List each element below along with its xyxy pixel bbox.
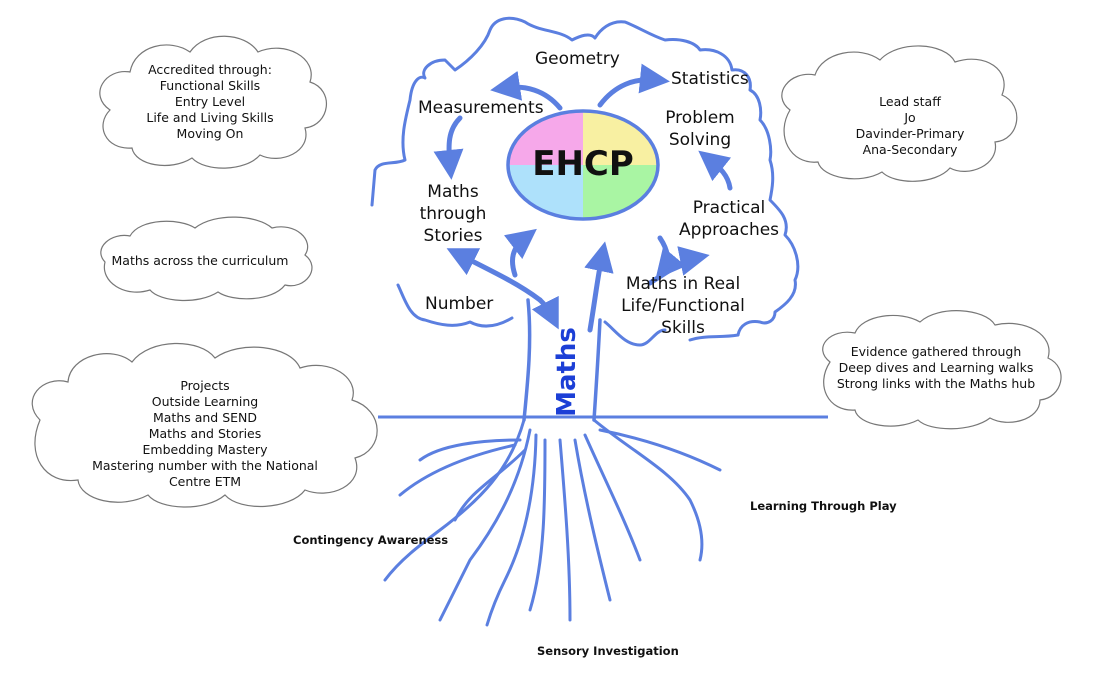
maths-real-life-label: Maths in Real Life/Functional Skills (621, 274, 745, 338)
root-play-label: Learning Through Play (750, 499, 897, 513)
cloud-accredited-text: Accredited through: Functional Skills En… (146, 62, 274, 141)
cloud-evidence (822, 310, 1062, 430)
trunk (522, 298, 602, 422)
ehcp-label: EHCP (532, 144, 634, 184)
statistics-label: Statistics (671, 69, 749, 89)
cloud-lead-staff (781, 45, 1018, 182)
cloud-accredited (99, 35, 327, 169)
maths-through-stories-label: Maths through Stories (419, 182, 487, 246)
root-sensory-label: Sensory Investigation (537, 644, 679, 658)
cloud-evidence-text: Evidence gathered through Deep dives and… (836, 344, 1036, 391)
cloud-projects-text: Projects Outside Learning Maths and SEND… (92, 378, 318, 489)
cloud-curriculum-text: Maths across the curriculum (111, 253, 289, 268)
cloud-projects (31, 342, 378, 508)
geometry-label: Geometry (535, 49, 620, 69)
cloud-lead-staff-text: Lead staff Jo Davinder-Primary Ana-Secon… (855, 94, 965, 157)
practical-approaches-label: Practical Approaches (678, 198, 780, 240)
maths-trunk-label: Maths (552, 327, 582, 417)
roots (383, 418, 722, 627)
root-contingency-label: Contingency Awareness (293, 533, 449, 547)
cloud-curriculum (100, 216, 313, 302)
branch-arrows (433, 63, 733, 333)
number-label: Number (425, 294, 494, 314)
canopy-outline (370, 16, 800, 347)
problem-solving-label: Problem Solving (665, 108, 735, 150)
measurements-label: Measurements (418, 98, 544, 118)
